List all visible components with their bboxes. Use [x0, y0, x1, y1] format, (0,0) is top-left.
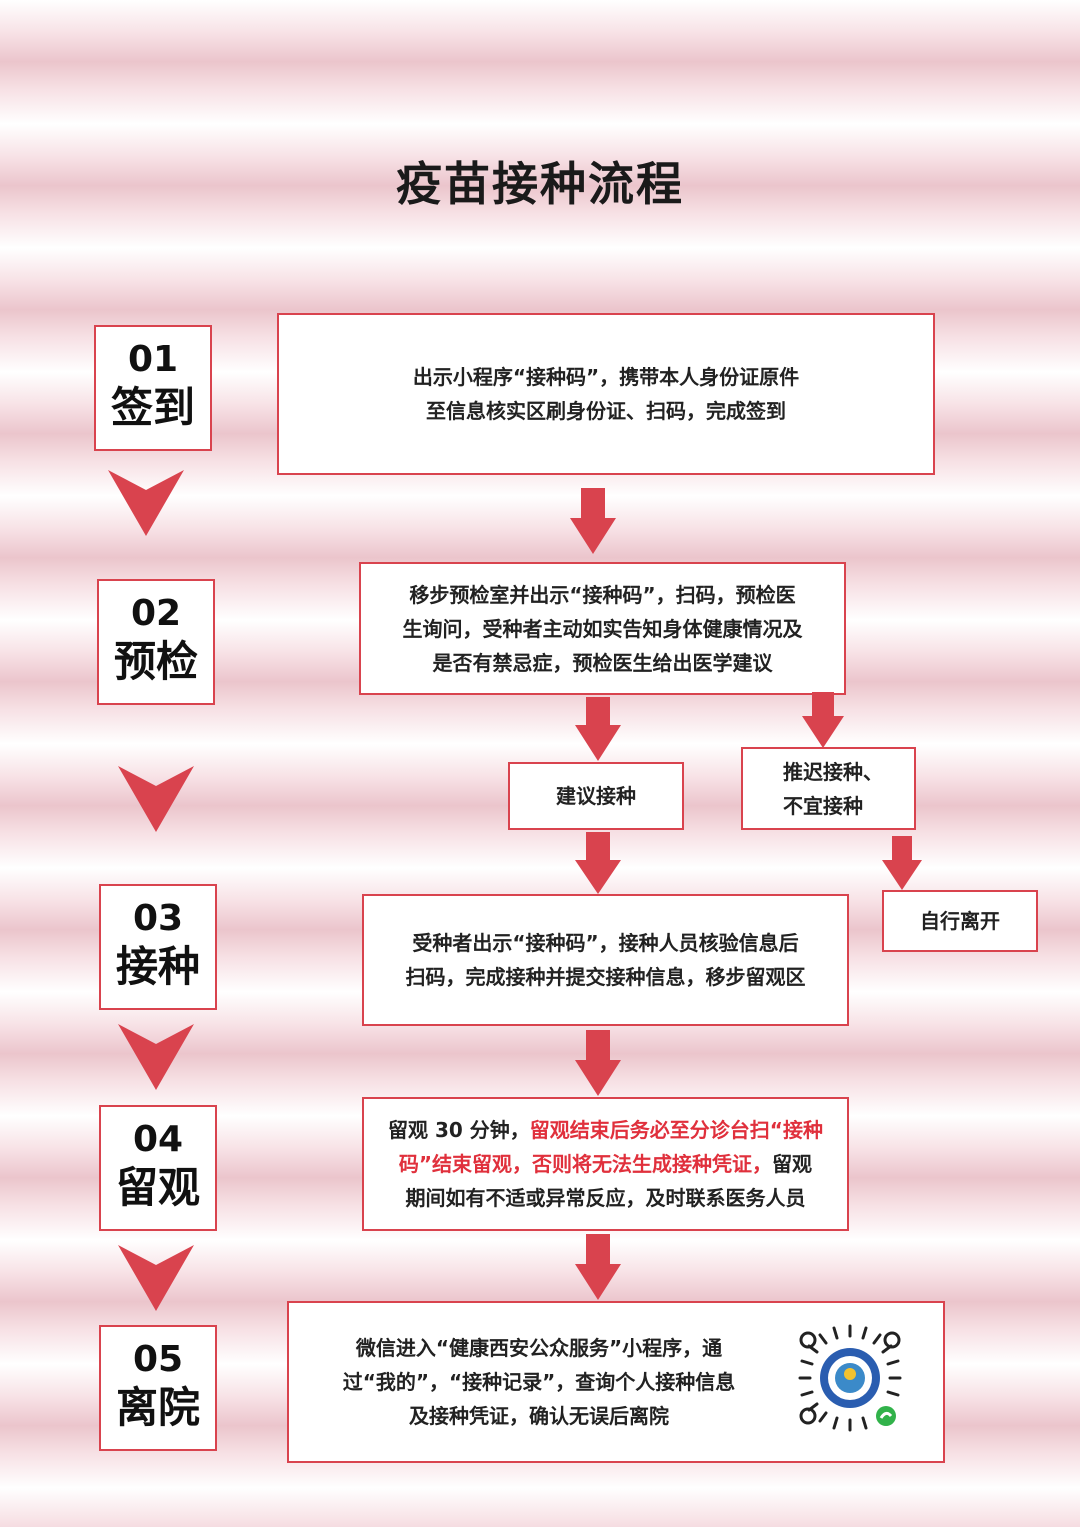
arrow-down-icon	[575, 1030, 621, 1096]
postpone-line-2: 不宜接种	[783, 793, 863, 818]
step-name: 签到	[110, 383, 195, 432]
leave-self-label: 自行离开	[920, 909, 1000, 933]
checkin-box: 出示小程序“接种码”，携带本人身份证原件 至信息核实区刷身份证、扫码，完成签到	[277, 313, 935, 475]
postpone-box: 推迟接种、 不宜接种	[741, 747, 916, 830]
precheck-line-3: 是否有禁忌症，预检医生给出医学建议	[432, 650, 773, 675]
observe-warning: 码”结束留观，否则将无法生成接种凭证，	[398, 1152, 773, 1176]
step-name: 预检	[113, 637, 198, 686]
step-number: 01	[127, 339, 179, 380]
recommend-label: 建议接种	[556, 784, 636, 808]
observe-line-2: 码”结束留观，否则将无法生成接种凭证，留观	[388, 1147, 823, 1181]
step-name: 接种	[115, 942, 200, 991]
observe-text: 留观	[772, 1152, 813, 1176]
qr-code-icon	[786, 1318, 914, 1440]
observe-line-3: 期间如有不适或异常反应，及时联系医务人员	[405, 1186, 806, 1210]
arrow-down-icon	[575, 697, 621, 761]
discharge-line-2: 过“我的”，“接种记录”，查询个人接种信息	[342, 1370, 736, 1394]
step-03-vaccinate: 03 接种	[99, 884, 217, 1010]
vaccinate-line-1: 受种者出示“接种码”，接种人员核验信息后	[412, 931, 799, 955]
step-name: 留观	[115, 1163, 200, 1212]
step-number: 05	[132, 1339, 184, 1380]
step-number: 04	[132, 1119, 184, 1160]
vaccinate-line-2: 扫码，完成接种并提交接种信息，移步留观区	[405, 965, 806, 989]
step-04-observe: 04 留观	[99, 1105, 217, 1231]
arrow-down-icon	[570, 488, 616, 554]
observe-line-1: 留观 30 分钟，留观结束后务必至分诊台扫“接种	[388, 1113, 823, 1147]
checkin-line-1: 出示小程序“接种码”，携带本人身份证原件	[412, 365, 800, 389]
chevron-down-icon	[118, 1245, 194, 1311]
chevron-down-icon	[118, 1024, 194, 1090]
precheck-line-2: 生询问，受种者主动如实告知身体健康情况及	[402, 616, 803, 641]
arrow-down-icon	[575, 1234, 621, 1300]
chevron-down-icon	[118, 766, 194, 832]
chevron-down-icon	[108, 470, 184, 536]
discharge-line-1: 微信进入“健康西安公众服务”小程序，通	[355, 1336, 723, 1360]
discharge-line-3: 及接种凭证，确认无误后离院	[409, 1404, 669, 1428]
arrow-down-icon	[882, 836, 922, 890]
precheck-box: 移步预检室并出示“接种码”，扫码，预检医 生询问，受种者主动如实告知身体健康情况…	[359, 562, 846, 695]
checkin-line-2: 至信息核实区刷身份证、扫码，完成签到	[425, 399, 786, 423]
leave-self-box: 自行离开	[882, 890, 1038, 952]
step-01-checkin: 01 签到	[94, 325, 212, 451]
observe-text: 留观 30 分钟，	[388, 1118, 530, 1142]
recommend-box: 建议接种	[508, 762, 684, 830]
postpone-line-1: 推迟接种、	[783, 759, 883, 784]
step-02-precheck: 02 预检	[97, 579, 215, 705]
page-title: 疫苗接种流程	[396, 157, 684, 211]
step-05-discharge: 05 离院	[99, 1325, 217, 1451]
step-number: 03	[132, 898, 184, 939]
observe-box: 留观 30 分钟，留观结束后务必至分诊台扫“接种 码”结束留观，否则将无法生成接…	[362, 1097, 849, 1231]
observe-warning: 留观结束后务必至分诊台扫“接种	[529, 1118, 823, 1142]
arrow-down-icon	[575, 832, 621, 894]
precheck-line-1: 移步预检室并出示“接种码”，扫码，预检医	[409, 582, 796, 607]
arrow-down-icon	[802, 692, 844, 748]
vaccinate-box: 受种者出示“接种码”，接种人员核验信息后 扫码，完成接种并提交接种信息，移步留观…	[362, 894, 849, 1026]
step-name: 离院	[115, 1383, 200, 1432]
step-number: 02	[130, 593, 182, 634]
